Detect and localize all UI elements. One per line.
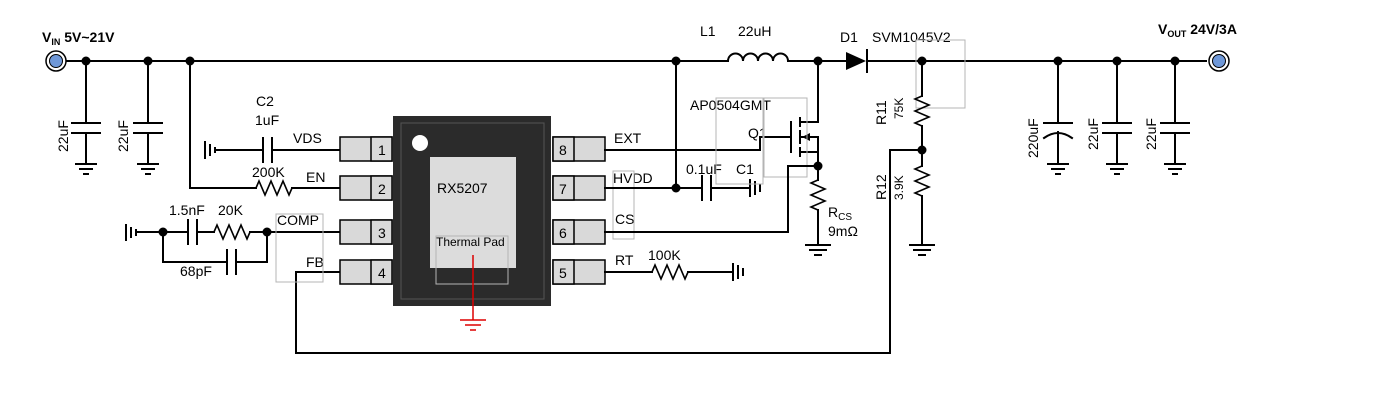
pin-2-name: EN [306,169,325,185]
d1-part: SVM1045V2 [872,29,951,45]
l1-ref: L1 [700,23,716,39]
thermal-ground [460,255,486,331]
pin-5-name: RT [615,252,634,268]
output-cap-1 [1042,60,1074,175]
c2-ref: C2 [256,93,274,109]
r11-ref: R11 [873,100,889,125]
cs-network [604,165,831,256]
r-en-value: 200K [252,164,285,180]
pin-8-num: 8 [559,142,567,158]
pin-5-num: 5 [559,265,567,281]
mosfet-ref: Q1 [748,125,767,141]
diode-d1 [846,49,868,73]
pin-7 [552,175,606,201]
rcs-value: 9mΩ [828,223,858,239]
pin-6-num: 6 [559,225,567,241]
l1-value: 22uH [738,23,771,39]
input-cap-2 [133,60,163,175]
output-cap-3 [1160,60,1190,175]
pin-3 [339,219,393,245]
comp-c1-value: 1.5nF [169,202,205,218]
rcs-ref: RCS [828,204,852,223]
vin-port [45,50,67,72]
ic-package [393,116,551,306]
pin-8-name: EXT [614,130,642,146]
c2-value: 1uF [255,112,279,128]
pin-2 [339,175,393,201]
pin-6-name: CS [615,211,634,227]
pin-7-num: 7 [559,181,567,197]
pin-5 [552,259,606,285]
comp-r-value: 20K [218,202,244,218]
inductor-l1 [726,52,847,63]
vout-port [1208,50,1230,72]
output-cap-3-value: 22uF [1143,118,1159,150]
rt-value: 100K [648,247,681,263]
pin-3-num: 3 [378,225,386,241]
ic-name: RX5207 [437,180,488,196]
r12-ref: R12 [873,174,889,200]
pin-1 [339,136,393,162]
comp-c2-value: 68pF [180,263,212,279]
c2-network [204,137,341,163]
d1-ref: D1 [840,29,858,45]
output-cap-2-value: 22uF [1085,118,1101,150]
pin-4-name: FB [306,254,324,270]
hvdd-network [604,60,761,201]
fb-wire [295,149,923,354]
input-cap-1 [71,60,101,175]
pin-1-name: VDS [293,130,322,146]
output-cap-1-value: 220uF [1025,118,1041,158]
pin-1-num: 1 [378,142,386,158]
pin-4-num: 4 [378,265,386,281]
pin-8 [552,136,606,162]
en-wire [189,60,341,198]
input-cap-1-value: 22uF [55,120,71,152]
c1-value: 0.1uF [686,161,722,177]
pin-3-name: COMP [277,212,319,228]
pin-7-name: HVDD [613,170,653,186]
input-cap-2-value: 22uF [115,120,131,152]
pin-2-num: 2 [378,181,386,197]
pin-4 [339,259,393,285]
thermal-pad-label: Thermal Pad [436,235,505,249]
output-cap-2 [1102,60,1132,175]
rt-network [604,262,744,282]
r11-value: 75K [892,98,906,119]
vin-label: VIN 5V~21V [42,29,115,47]
vout-label: VOUT 24V/3A [1158,21,1237,39]
r12-value: 3.9K [892,175,906,200]
feedback-divider [909,60,935,256]
mosfet-part: AP0504GMT [690,97,771,113]
c1-ref: C1 [736,161,754,177]
mosfet-q1 [604,60,819,167]
